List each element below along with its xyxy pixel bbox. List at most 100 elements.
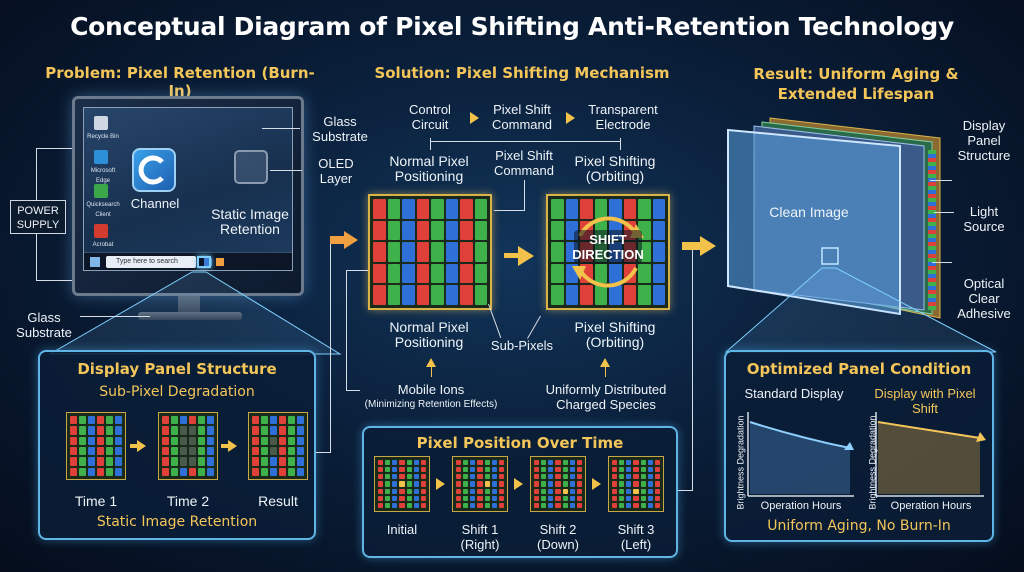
sub-pixel — [541, 467, 547, 473]
arrow-shaft — [221, 444, 229, 448]
panel-title: Optimized Panel Condition — [746, 360, 972, 378]
sub-pixel — [484, 460, 490, 466]
sub-pixel — [279, 446, 286, 456]
sub-pixel — [252, 416, 259, 425]
arrow-icon — [470, 112, 479, 124]
sub-pixel — [88, 467, 95, 476]
sub-pixel — [456, 474, 462, 480]
sub-pixel — [79, 426, 86, 435]
taskbar-app-icon[interactable] — [216, 258, 224, 266]
sub-pixel — [189, 436, 196, 445]
monitor-stand-base — [138, 312, 242, 320]
sub-pixel — [594, 199, 607, 219]
sub-pixel — [70, 436, 77, 445]
sub-pixel — [463, 474, 469, 480]
sub-pixel — [477, 488, 483, 494]
monitor-stand-neck — [178, 296, 200, 316]
sub-pixel — [474, 242, 487, 262]
sub-pixel — [569, 474, 575, 480]
sub-pixel — [399, 495, 405, 501]
connector-line — [692, 246, 693, 491]
taskbar-search-input[interactable]: Type here to search — [106, 256, 196, 268]
glass-substrate-bottom-label: Glass Substrate — [16, 310, 72, 340]
sub-pixel — [470, 467, 476, 473]
sub-pixel — [79, 416, 86, 425]
sub-pixel — [420, 481, 426, 487]
sub-pixel — [541, 460, 547, 466]
leader-line — [934, 212, 954, 213]
sub-pixel — [385, 502, 391, 508]
sub-pixel — [171, 446, 178, 456]
windows-icon[interactable] — [90, 257, 100, 267]
sub-pixel — [420, 488, 426, 494]
sub-pixel — [207, 446, 214, 456]
time-grid-shift-2 — [530, 456, 586, 512]
panel-footer: Static Image Retention — [96, 514, 258, 530]
sub-pixel — [413, 474, 419, 480]
subpixel-grid-time-1 — [66, 412, 126, 480]
sub-pixel — [79, 436, 86, 445]
sub-pixel — [548, 467, 554, 473]
sub-pixel — [402, 220, 415, 241]
arrow-icon — [592, 478, 601, 490]
sub-pixel — [463, 488, 469, 494]
sub-pixel — [484, 495, 490, 501]
sub-pixel — [180, 446, 187, 456]
sub-pixel — [633, 474, 639, 480]
sub-pixel — [171, 457, 178, 466]
sub-pixel — [387, 199, 400, 219]
sub-pixel — [609, 263, 622, 284]
sub-pixel — [654, 502, 660, 508]
sub-pixel — [491, 467, 497, 473]
sub-pixel — [387, 220, 400, 241]
sub-pixel — [638, 199, 651, 219]
sub-pixel — [162, 467, 169, 476]
sub-pixel — [387, 263, 400, 284]
sub-pixel — [297, 457, 304, 466]
sub-pixel — [297, 426, 304, 435]
sub-pixel — [198, 457, 205, 466]
sub-pixel — [463, 495, 469, 501]
arrow-icon — [566, 112, 575, 124]
sub-pixel — [88, 416, 95, 425]
sub-pixel — [392, 481, 398, 487]
light-source-label: Light Source — [963, 204, 1005, 234]
subpixel-grid-result — [248, 412, 308, 480]
sub-pixel — [562, 460, 568, 466]
solution-heading: Solution: Pixel Shifting Mechanism — [374, 64, 670, 82]
sub-pixel — [633, 502, 639, 508]
arrow-up-icon — [600, 358, 610, 367]
connector-line — [430, 138, 431, 150]
sub-pixel — [534, 467, 540, 473]
leader-line — [262, 128, 300, 129]
sub-pixel — [252, 426, 259, 435]
sub-pixel — [97, 416, 104, 425]
sub-pixel — [189, 416, 196, 425]
sub-pixel — [198, 426, 205, 435]
sub-pixel — [279, 426, 286, 435]
sub-pixel — [406, 474, 412, 480]
sub-pixel — [406, 495, 412, 501]
arrow-shaft — [330, 236, 344, 244]
sub-pixel — [207, 457, 214, 466]
taskbar-app-icon[interactable] — [204, 258, 212, 266]
sub-pixel — [474, 285, 487, 305]
sub-pixel — [279, 416, 286, 425]
subpixel-grid-time-2 — [158, 412, 218, 480]
sub-pixel — [555, 495, 561, 501]
sub-pixel — [456, 488, 462, 494]
sub-pixel — [562, 502, 568, 508]
sub-pixel — [477, 460, 483, 466]
sub-pixel — [180, 426, 187, 435]
sub-pixel — [555, 474, 561, 480]
sub-pixel — [612, 502, 618, 508]
sub-pixel — [431, 285, 444, 305]
sub-pixel — [413, 495, 419, 501]
leader-line — [930, 180, 952, 181]
sub-pixel — [498, 481, 504, 487]
sub-pixel — [640, 488, 646, 494]
sub-pixel — [406, 481, 412, 487]
sub-pixel — [420, 502, 426, 508]
sub-pixel — [633, 488, 639, 494]
arrow-shaft — [130, 444, 138, 448]
